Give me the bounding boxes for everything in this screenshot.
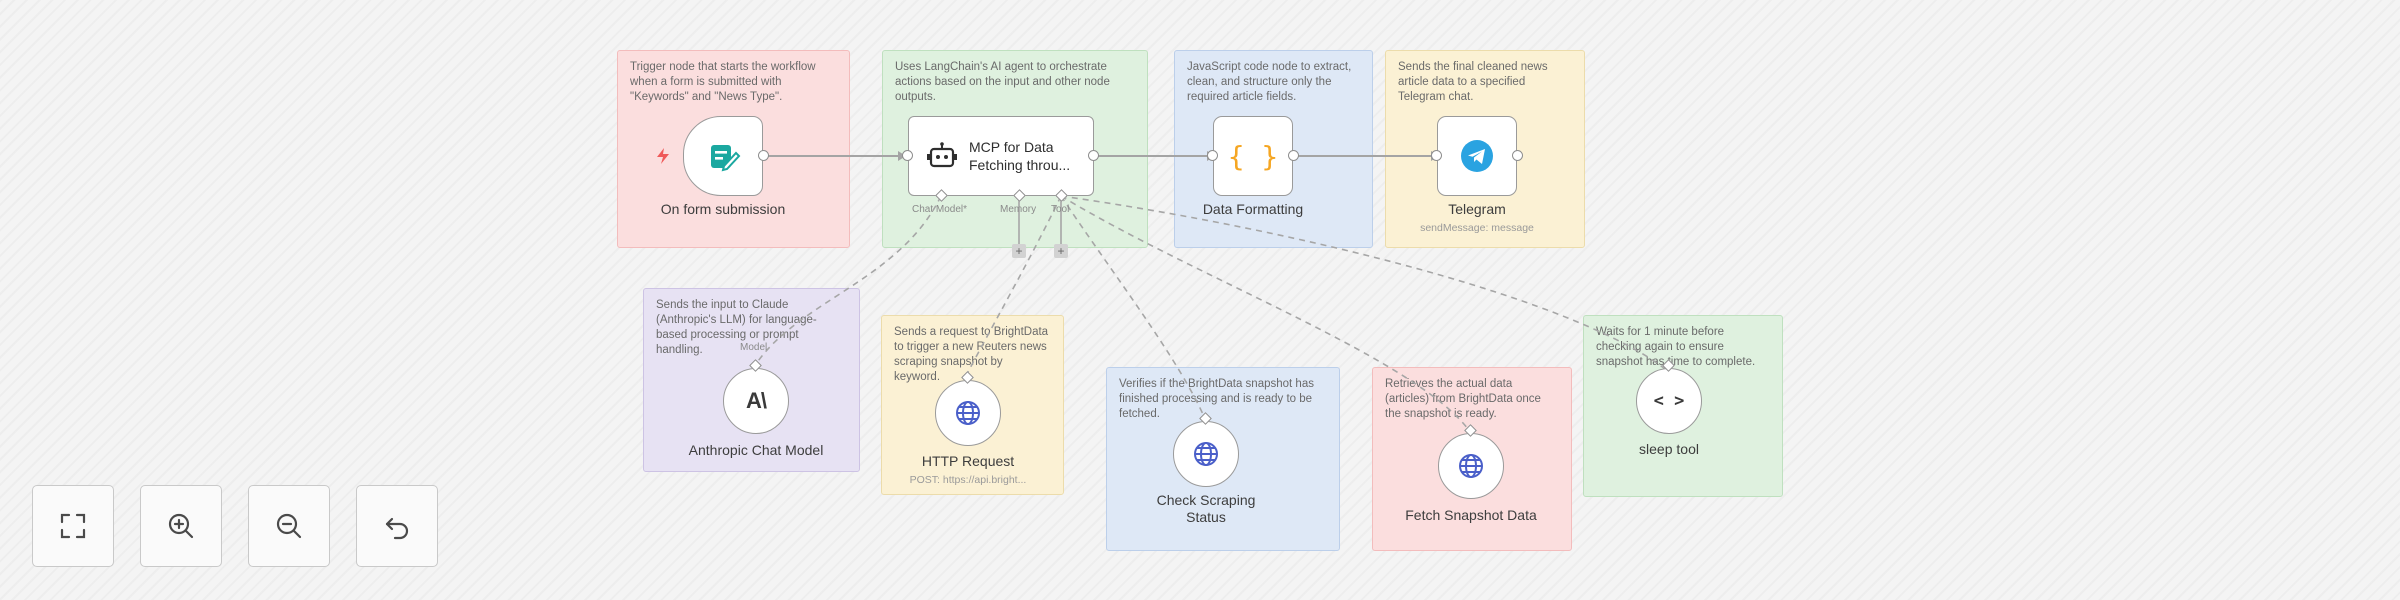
output-port[interactable] xyxy=(1512,150,1523,161)
note-text: Verifies if the BrightData snapshot has … xyxy=(1119,378,1314,420)
node-label: Anthropic Chat Model xyxy=(688,442,824,458)
output-port[interactable] xyxy=(758,150,769,161)
zoom-out-icon xyxy=(276,513,302,539)
add-tool-button[interactable]: + xyxy=(1054,244,1068,258)
zoom-in-icon xyxy=(168,513,194,539)
agent-title-line-2: Fetching throu... xyxy=(969,157,1071,173)
chat-model-label: Chat Model* xyxy=(912,204,968,215)
anthropic-icon: A\ xyxy=(746,388,767,413)
globe-icon xyxy=(1459,454,1483,478)
agent-title: MCP for Data Fetching throu... xyxy=(969,138,1070,174)
input-port[interactable] xyxy=(902,150,913,161)
note-text: Sends the input to Claude (Anthropic's L… xyxy=(656,299,817,356)
ai-agent-node[interactable]: MCP for Data Fetching throu... xyxy=(908,116,1094,196)
note-text: JavaScript code node to extract, clean, … xyxy=(1187,61,1352,103)
note-text: Trigger node that starts the workflow wh… xyxy=(630,61,816,103)
node-label: sleep tool xyxy=(1639,441,1699,457)
node-subtitle: sendMessage: message xyxy=(1420,222,1534,234)
note-text: Uses LangChain's AI agent to orchestrate… xyxy=(895,61,1110,103)
reset-zoom-button[interactable] xyxy=(356,485,438,567)
input-port[interactable] xyxy=(1431,150,1442,161)
code-braces-icon: { } xyxy=(1227,139,1279,173)
node-label: On form submission xyxy=(660,201,786,217)
agent-title-line-1: MCP for Data xyxy=(969,139,1054,155)
output-port[interactable] xyxy=(1288,150,1299,161)
memory-label: Memory xyxy=(1000,204,1037,215)
undo-icon xyxy=(385,517,409,540)
telegram-node[interactable] xyxy=(1437,116,1517,196)
output-port[interactable] xyxy=(1088,150,1099,161)
robot-icon xyxy=(927,142,957,168)
node-label: HTTP Request xyxy=(921,453,1015,469)
telegram-icon xyxy=(1461,140,1493,172)
fit-view-icon xyxy=(60,513,86,539)
input-port[interactable] xyxy=(1207,150,1218,161)
sticky-note-trigger[interactable]: Trigger node that starts the workflow wh… xyxy=(617,50,850,248)
node-subtitle: POST: https://api.bright... xyxy=(909,474,1027,486)
globe-icon xyxy=(956,401,980,425)
node-label: Data Formatting xyxy=(1202,201,1304,217)
note-text: Waits for 1 minute before checking again… xyxy=(1596,326,1756,368)
port-label: Model xyxy=(740,342,768,353)
http-request-node[interactable] xyxy=(935,380,1001,446)
form-icon xyxy=(711,145,741,172)
zoom-out-button[interactable] xyxy=(248,485,330,567)
fetch-snapshot-data-node[interactable] xyxy=(1438,433,1504,499)
zoom-in-button[interactable] xyxy=(140,485,222,567)
node-label: Fetch Snapshot Data xyxy=(1405,507,1537,523)
check-scraping-status-node[interactable] xyxy=(1173,421,1239,487)
trigger-bolt-icon xyxy=(657,148,669,164)
globe-icon xyxy=(1194,442,1218,466)
node-label: Check Scraping Status xyxy=(1156,492,1256,525)
note-text: Sends the final cleaned news article dat… xyxy=(1398,61,1548,103)
sleep-tool-node[interactable]: < > xyxy=(1636,368,1702,434)
add-memory-button[interactable]: + xyxy=(1012,244,1026,258)
code-node[interactable]: { } xyxy=(1213,116,1293,196)
note-text: Retrieves the actual data (articles) fro… xyxy=(1385,378,1541,420)
anthropic-chat-model-node[interactable]: A\ xyxy=(723,368,789,434)
form-trigger-node[interactable] xyxy=(683,116,763,196)
fit-view-button[interactable] xyxy=(32,485,114,567)
tool-label: Tool xyxy=(1051,204,1070,215)
node-label: Telegram xyxy=(1448,201,1506,217)
code-icon: < > xyxy=(1653,391,1685,411)
